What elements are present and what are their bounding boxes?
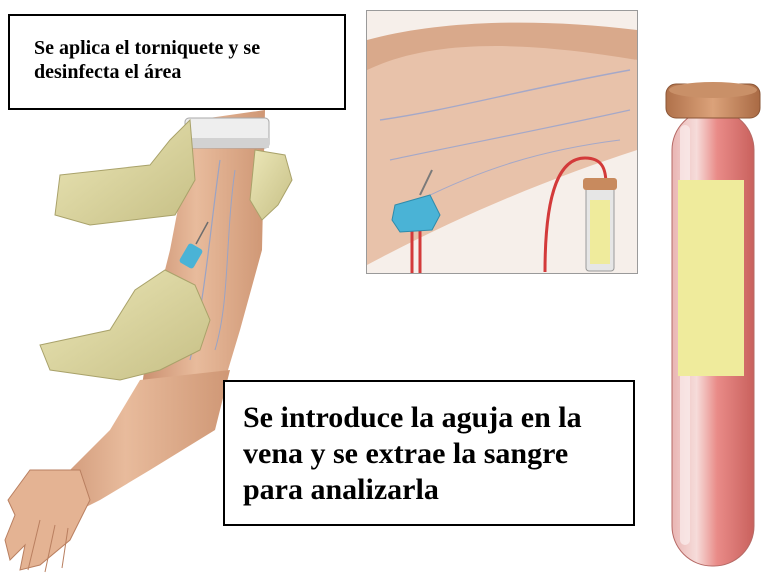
inset-frame <box>366 10 638 274</box>
callout-tourniquet: Se aplica el torniquete y se desinfecta … <box>8 14 346 110</box>
tourniquet-shadow <box>185 138 269 148</box>
glove-right-top <box>250 150 292 220</box>
callout-needle: Se introduce la aguja en la vena y se ex… <box>223 380 635 526</box>
blood-collection-tube <box>666 82 760 566</box>
tube-cap-top <box>669 82 757 98</box>
tube-label <box>678 180 744 376</box>
hand <box>5 470 90 570</box>
glove-left-top <box>55 120 195 225</box>
